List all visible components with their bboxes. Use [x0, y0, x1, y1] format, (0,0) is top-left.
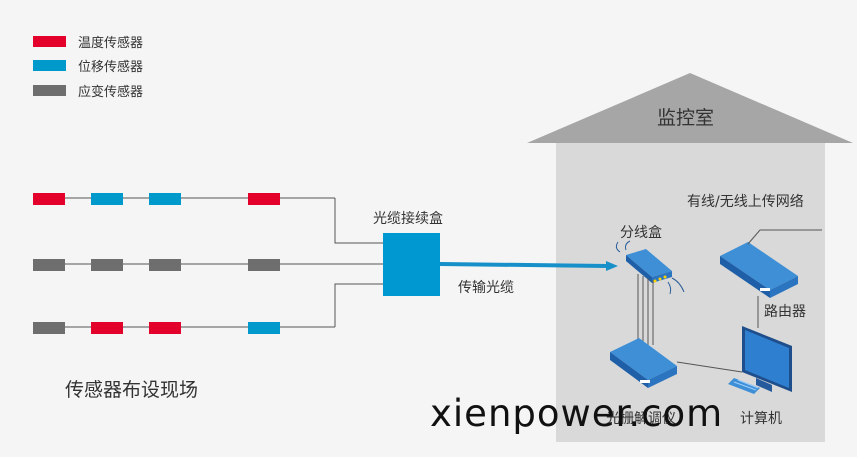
computer-device	[728, 326, 792, 394]
displacement-sensor	[91, 193, 123, 205]
temperature-sensor	[149, 322, 181, 334]
junction-box	[383, 233, 440, 296]
strain-sensor	[33, 259, 65, 271]
sensor-array	[33, 193, 280, 334]
watermark-text: xienpower.com	[430, 392, 724, 435]
demodulator-label: 光栅解调仪	[606, 411, 676, 427]
legend-swatch-temperature	[33, 35, 66, 47]
sensor-site-label: 传感器布设现场	[65, 379, 199, 401]
legend-item-temperature: 温度传感器	[33, 34, 144, 51]
router-label: 路由器	[764, 304, 806, 320]
splitter-box-device	[615, 240, 685, 295]
strain-sensor	[149, 259, 181, 271]
displacement-sensor	[149, 193, 181, 205]
legend-label-temperature: 温度传感器	[78, 35, 144, 51]
grating-demodulator-device	[610, 338, 677, 388]
strain-sensor	[248, 259, 280, 271]
computer-label: 计算机	[740, 411, 782, 427]
legend-label-displacement: 位移传感器	[78, 59, 144, 75]
transmission-cable-arrow	[606, 261, 618, 271]
room-roof	[527, 73, 853, 143]
legend-item-displacement: 位移传感器	[33, 58, 144, 75]
legend-swatch-strain	[33, 84, 66, 96]
displacement-sensor	[248, 322, 280, 334]
splitter-box-label: 分线盒	[620, 225, 662, 241]
demodulator-to-computer-line	[676, 361, 743, 373]
transmission-cable-label: 传输光缆	[458, 280, 514, 296]
network-label: 有线/无线上传网络	[687, 194, 804, 210]
temperature-sensor	[91, 322, 123, 334]
network-line	[747, 229, 822, 245]
transmission-cable-line	[439, 262, 609, 268]
strain-sensor	[33, 322, 65, 334]
temperature-sensor	[248, 193, 280, 205]
splitter-to-demodulator-cables	[637, 274, 654, 345]
temperature-sensor	[33, 193, 65, 205]
monitoring-room-title: 监控室	[657, 107, 715, 129]
junction-box-label: 光缆接续盒	[373, 211, 443, 227]
router-device	[720, 242, 798, 298]
legend-swatch-displacement	[33, 59, 66, 71]
strain-sensor	[91, 259, 123, 271]
legend-item-strain: 应变传感器	[33, 83, 144, 100]
legend-label-strain: 应变传感器	[78, 84, 144, 100]
